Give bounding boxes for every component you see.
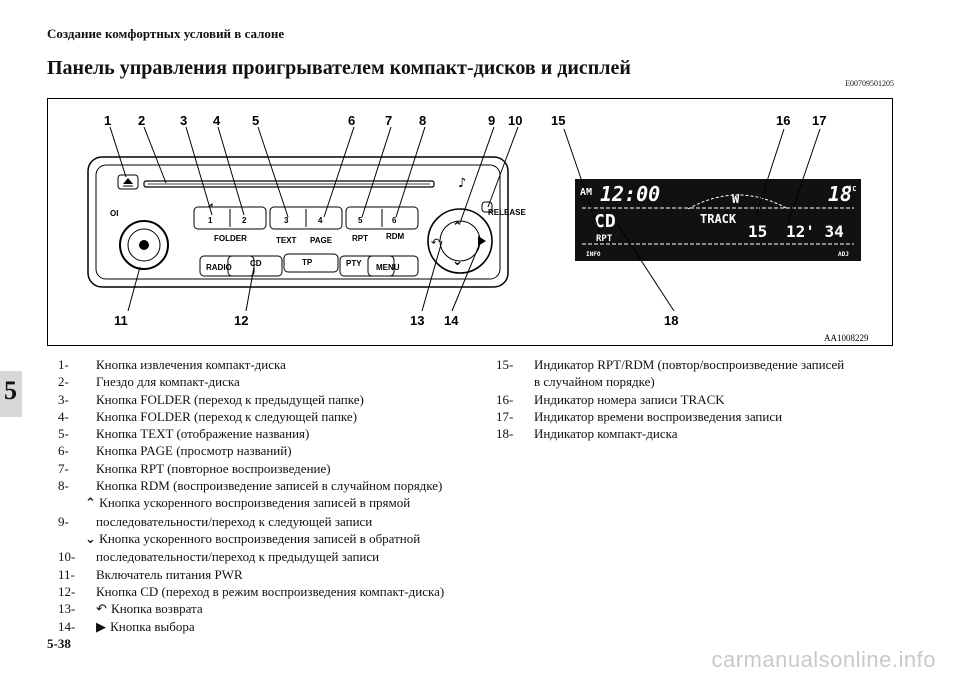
legend-left: 1-Кнопка извлечения компакт-диска 2-Гнез… [58, 356, 444, 637]
text-label: TEXT [276, 236, 297, 245]
folder-label: FOLDER [214, 234, 247, 243]
list-item: ⌃ Кнопка ускоренного воспроизведения зап… [85, 495, 411, 512]
lcd-w-icon: W [732, 192, 740, 206]
cd-button[interactable] [227, 255, 283, 277]
lcd-temp-unit: °C [848, 185, 856, 193]
preset-1-button[interactable]: 1 [208, 216, 213, 225]
lcd-adj: ADJ [838, 251, 849, 258]
lcd-track-number: 15 [748, 222, 767, 241]
list-item: 16-Индикатор номера записи TRACK [496, 391, 725, 407]
figure-cd-panel: ♪ OI 1 2 3 4 5 6 FOLDER TEXT PAGE RPT RD… [47, 98, 893, 346]
head-unit-inner [95, 164, 501, 280]
tp-button[interactable] [283, 253, 339, 273]
lcd-clock: 12:00 [600, 182, 660, 206]
tp-label: TP [302, 258, 313, 267]
list-item: 4-Кнопка FOLDER (переход к следующей пап… [58, 408, 358, 424]
release-label: RELEASE [488, 208, 526, 217]
release-button[interactable] [481, 201, 493, 213]
figure-code: AA1008229 [824, 333, 869, 343]
callout-6: 6 [348, 113, 355, 128]
pty-label: PTY [346, 259, 362, 268]
callout-8: 8 [419, 113, 426, 128]
callout-10: 10 [508, 113, 522, 128]
list-item: 12-Кнопка CD (переход в режим воспроизве… [58, 583, 445, 599]
page-title: Панель управления проигрывателем компакт… [47, 57, 631, 79]
callout-14: 14 [444, 313, 459, 328]
legend-right: 15-Индикатор RPT/RDM (повтор/воспроизвед… [496, 356, 844, 442]
lcd-track-label: TRACK [700, 212, 737, 226]
music-note-icon: ♪ [458, 176, 466, 191]
callout-9: 9 [488, 113, 495, 128]
cd-panel-illustration: ♪ OI 1 2 3 4 5 6 FOLDER TEXT PAGE RPT RD… [87, 113, 869, 343]
callout-13: 13 [410, 313, 424, 328]
list-item: 9-последовательности/переход к следующей… [58, 513, 373, 529]
list-item: 15-Индикатор RPT/RDM (повтор/воспроизвед… [496, 357, 845, 372]
rdm-label: RDM [386, 232, 405, 241]
callout-12: 12 [234, 313, 248, 328]
cd-label: CD [250, 259, 262, 268]
chapter-number: 5 [4, 376, 17, 405]
lcd-display [575, 179, 861, 261]
list-item: 3-Кнопка FOLDER (переход к предыдущей па… [58, 391, 364, 407]
list-item: 14-▶ Кнопка выбора [58, 619, 195, 636]
chapter-tab [0, 371, 22, 417]
list-item: 5-Кнопка TEXT (отображение названия) [58, 426, 310, 442]
document-code: E00709501205 [845, 79, 894, 88]
callout-11: 11 [114, 313, 128, 328]
list-item: 1-Кнопка извлечения компакт-диска [58, 357, 286, 372]
menu-label: MENU [376, 263, 400, 272]
return-arrow-icon: ↶ [96, 602, 112, 618]
seek-down-icon[interactable]: ⌄ [452, 254, 463, 269]
callout-7: 7 [385, 113, 392, 128]
radio-button[interactable] [199, 255, 255, 277]
list-item: 17-Индикатор времени воспроизведения зап… [496, 408, 783, 424]
list-item: 10-последовательности/переход к предыдущ… [58, 549, 380, 565]
down-arrow-icon: ⌄ [85, 531, 96, 547]
list-item: ⌄ Кнопка ускоренного воспроизведения зап… [85, 530, 421, 547]
lcd-cd: CD [594, 211, 616, 232]
lcd-info: INFO [586, 251, 601, 258]
list-item: 11-Включатель питания PWR [58, 566, 243, 582]
up-arrow-icon: ⌃ [85, 496, 96, 512]
lcd-arc [687, 194, 789, 210]
lcd-temp: 18 [828, 182, 852, 206]
list-item: в случайном порядке) [534, 374, 655, 390]
callout-1: 1 [104, 113, 111, 128]
power-label: OI [110, 209, 118, 218]
list-item: 7-Кнопка RPT (повторное воспроизведение) [58, 460, 331, 476]
menu-button[interactable] [367, 255, 419, 277]
watermark: carmanualsonline.info [711, 647, 936, 672]
pty-button[interactable] [339, 255, 395, 277]
callout-4: 4 [213, 113, 221, 128]
preset-2-button[interactable]: 2 [242, 216, 247, 225]
callout-2: 2 [138, 113, 145, 128]
callout-3: 3 [180, 113, 187, 128]
callout-16: 16 [776, 113, 790, 128]
preset-5-button[interactable]: 5 [358, 216, 363, 225]
page-number: 5-38 [47, 636, 71, 651]
list-item: 8-Кнопка RDM (воспроизведение записей в … [58, 478, 443, 494]
preset-6-button[interactable]: 6 [392, 216, 397, 225]
list-item: 6-Кнопка PAGE (просмотр названий) [58, 443, 292, 459]
preset-4-button[interactable]: 4 [318, 216, 323, 225]
lcd-rpt: RPT [596, 234, 613, 244]
return-icon[interactable]: ↶ [431, 236, 440, 249]
page-label: PAGE [310, 236, 333, 245]
list-item: 18-Индикатор компакт-диска [496, 426, 678, 442]
radio-label: RADIO [206, 263, 232, 272]
rpt-label: RPT [352, 234, 368, 243]
list-item: 13-↶ Кнопка возврата [58, 601, 203, 618]
play-triangle-icon: ▶ [96, 620, 111, 636]
leader-lines [109, 126, 821, 312]
callout-18: 18 [664, 313, 678, 328]
callout-5: 5 [252, 113, 259, 128]
callout-17: 17 [812, 113, 826, 128]
callout-15: 15 [551, 113, 565, 128]
eject-icon [123, 178, 133, 184]
seek-up-icon[interactable]: ⌃ [452, 220, 463, 235]
preset-3-button[interactable]: 3 [284, 216, 289, 225]
lcd-play-time: 12' 34 [786, 222, 844, 241]
list-item: 2-Гнездо для компакт-диска [58, 374, 240, 390]
running-header: Создание комфортных условий в салоне [47, 26, 285, 41]
